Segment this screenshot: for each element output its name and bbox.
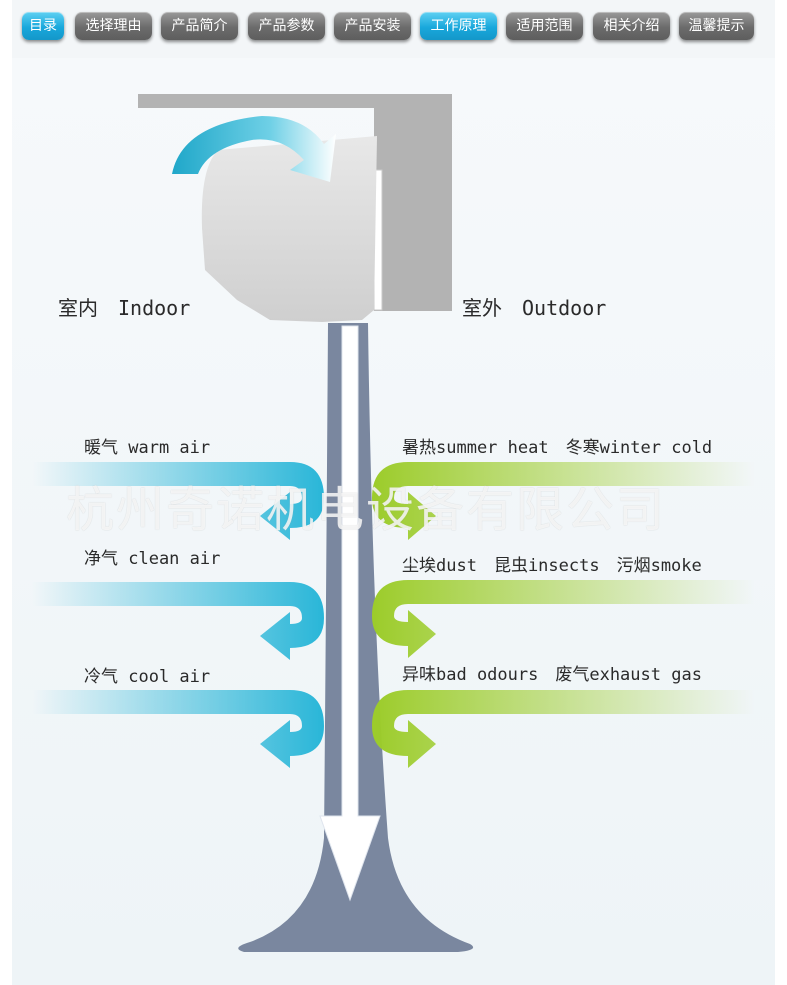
tab-related[interactable]: 相关介绍 [593,12,670,40]
warm-air-label: 暖气 warm air [84,438,211,458]
outdoor-wall [374,94,452,311]
ceiling-beam [138,94,452,108]
clean-air-arrow-icon [32,582,324,660]
right-border [775,0,787,985]
tab-working-principle[interactable]: 工作原理 [420,12,497,40]
tab-reasons[interactable]: 选择理由 [75,12,152,40]
clean-air-label: 净气 clean air [84,549,221,569]
odours-gas-arrow-icon [372,690,755,768]
air-curtain-diagram [12,58,775,985]
odours-gas-label: 异味bad odours 废气exhaust gas [402,665,702,685]
tab-contents[interactable]: 目录 [22,12,64,40]
dust-insects-smoke-arrow-icon [372,580,755,658]
warm-air-arrow-icon [32,462,324,540]
indoor-label: 室内 Indoor [58,296,191,320]
tab-product-intro[interactable]: 产品简介 [161,12,238,40]
nav-tab-bar: 目录 选择理由 产品简介 产品参数 产品安装 工作原理 适用范围 相关介绍 温馨… [22,12,767,44]
downward-air-arrow-icon [319,325,381,902]
cool-air-label: 冷气 cool air [84,667,211,687]
tab-tips[interactable]: 温馨提示 [679,12,754,40]
diagram-canvas: 室内 Indoor 室外 Outdoor 暖气 warm air 净气 clea… [12,58,775,985]
tab-installation[interactable]: 产品安装 [334,12,411,40]
heat-cold-label: 暑热summer heat 冬寒winter cold [402,438,713,458]
dust-insects-smoke-label: 尘埃dust 昆虫insects 污烟smoke [402,556,702,576]
left-border [0,0,12,985]
tab-product-params[interactable]: 产品参数 [248,12,325,40]
outdoor-label: 室外 Outdoor [462,296,607,320]
company-watermark: 杭州奇诺机电设备有限公司 [66,482,667,538]
air-curtain-unit [201,136,377,322]
heat-cold-arrow-icon [372,462,755,540]
circulation-arrow-icon [172,116,336,182]
cool-air-arrow-icon [32,690,324,768]
tab-applications[interactable]: 适用范围 [506,12,583,40]
